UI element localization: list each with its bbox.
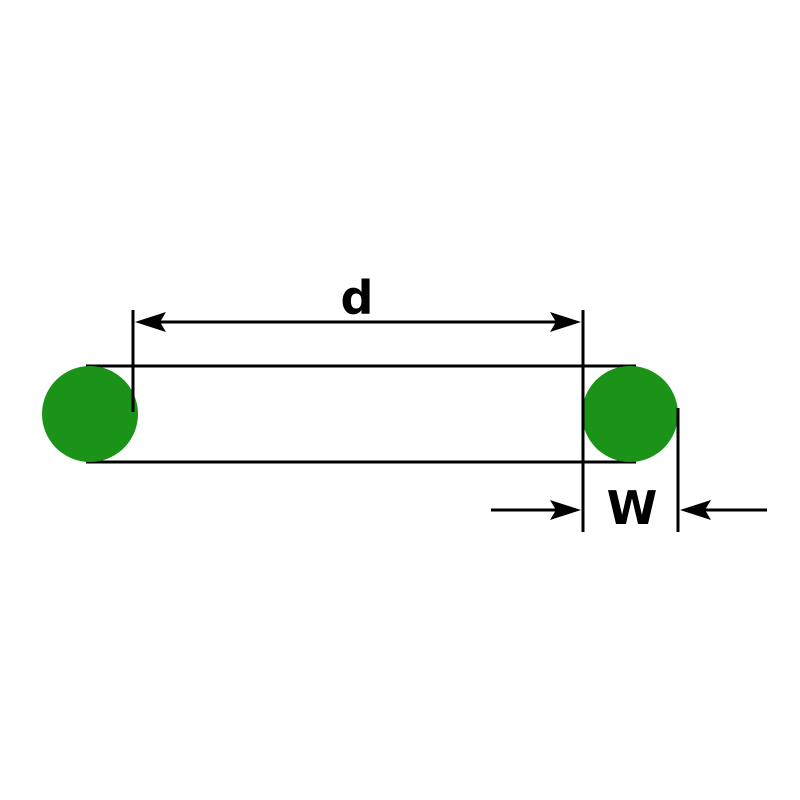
w-dimension-left-arrowhead-icon bbox=[550, 500, 581, 520]
inner-diameter-label: d bbox=[341, 271, 374, 325]
cross-section-width-label: W bbox=[607, 481, 658, 535]
d-dimension-left-arrowhead-icon bbox=[135, 312, 166, 332]
w-dimension-right-arrowhead-icon bbox=[680, 500, 711, 520]
d-dimension-right-arrowhead-icon bbox=[550, 312, 581, 332]
oring-right-cross-section-circle bbox=[582, 366, 678, 462]
oring-left-cross-section-circle bbox=[42, 366, 138, 462]
